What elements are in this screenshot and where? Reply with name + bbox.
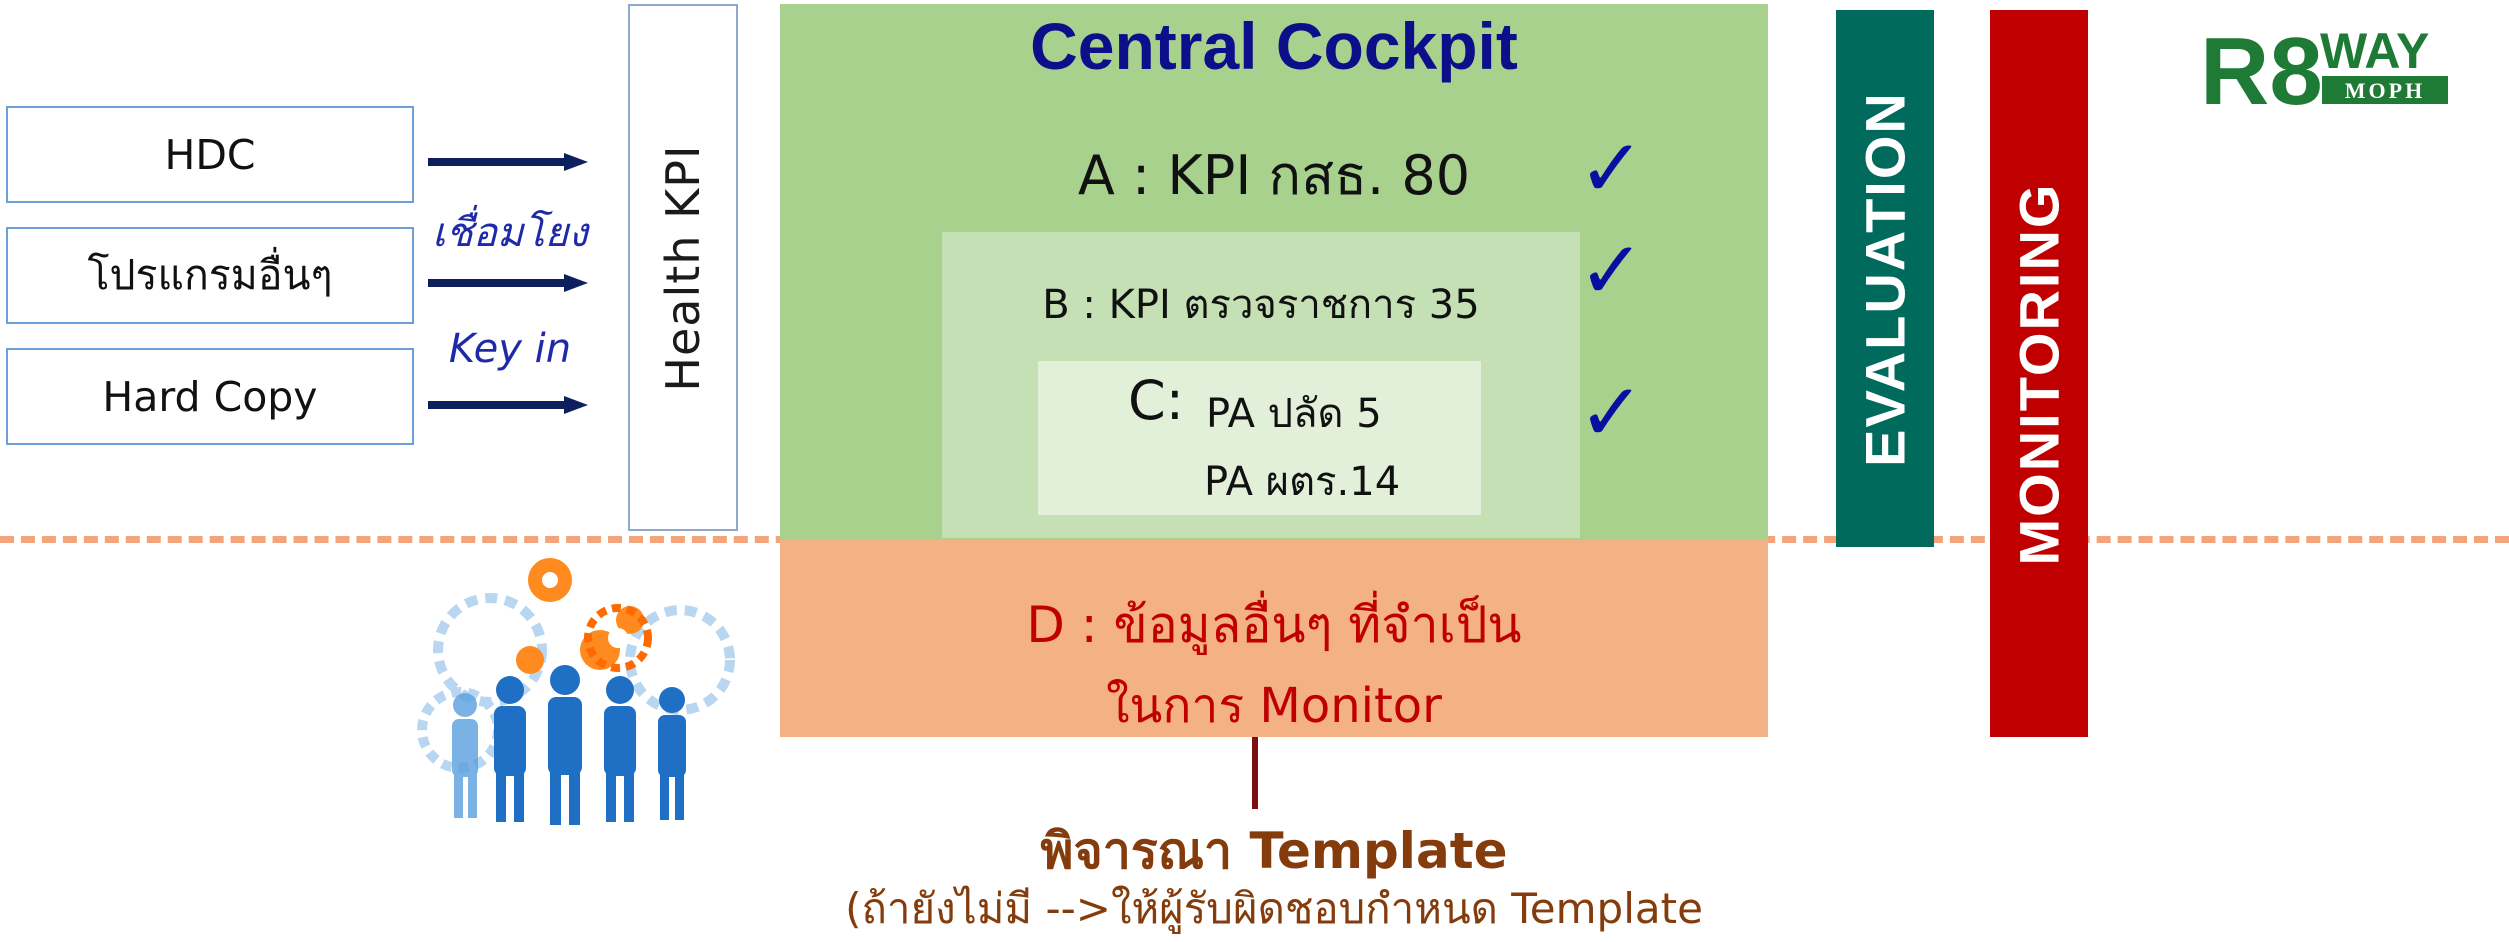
consider-template-title: พิจารณา Template (1040, 822, 1508, 880)
other-data-line-2: ในการ Monitor (1106, 678, 1442, 734)
kpi-c-line-2: PA ผตร.14 (1204, 459, 1401, 505)
logo-way-text: WAY (2320, 23, 2429, 79)
source-hard-copy-label: Hard Copy (102, 372, 318, 421)
connector-line (1252, 737, 1258, 809)
link-label-connect: เชื่อมโยง (432, 210, 588, 256)
evaluation-bar: EVALUATION (1836, 10, 1934, 547)
check-b-icon: ✓ (1578, 224, 1646, 317)
source-box-hdc: HDC (6, 106, 414, 203)
link-label-key-in: Key in (448, 326, 572, 372)
health-kpi-label: Health KPI (656, 143, 710, 392)
consider-template-note: (ถ้ายังไม่มี -->ให้ผู้รับผิดชอบกำหนด Tem… (845, 884, 1703, 933)
monitoring-bar: MONITORING (1990, 10, 2088, 737)
check-a-icon: ✓ (1578, 122, 1646, 215)
arrow-right-icon (428, 274, 588, 292)
source-box-hard-copy: Hard Copy (6, 348, 414, 445)
kpi-c-line-1: PA ปลัด 5 (1206, 391, 1382, 437)
source-box-other-programs: โปรแกรมอื่นๆ (6, 227, 414, 324)
health-kpi-box: Health KPI (628, 4, 738, 531)
cockpit-title: Central Cockpit (1030, 9, 1518, 83)
source-other-programs-label: โปรแกรมอื่นๆ (87, 251, 333, 299)
arrow-right-icon (428, 153, 588, 171)
kpi-c-letter: C: (1128, 369, 1184, 432)
r8way-logo: R8 WAY MOPH (2200, 18, 2448, 118)
source-hdc-label: HDC (164, 130, 256, 179)
kpi-b-label: B : KPI ตรวจราชการ 35 (1042, 282, 1480, 328)
other-data-panel: D : ข้อมูลอื่นๆ ที่จำเป็น ในการ Monitor (780, 540, 1768, 737)
arrow-right-icon (428, 396, 588, 414)
check-c-icon: ✓ (1578, 366, 1646, 459)
team-gears-illustration (417, 558, 735, 825)
other-data-line-1: D : ข้อมูลอื่นๆ ที่จำเป็น (1026, 596, 1522, 654)
monitoring-label: MONITORING (2007, 182, 2071, 565)
kpi-c-panel: C: PA ปลัด 5 PA ผตร.14 (1038, 361, 1481, 515)
logo-moph-text: MOPH (2345, 78, 2425, 103)
logo-r8-text: R8 (2200, 18, 2323, 118)
evaluation-label: EVALUATION (1853, 90, 1917, 467)
kpi-a-label: A : KPI กสธ. 80 (1077, 144, 1471, 207)
